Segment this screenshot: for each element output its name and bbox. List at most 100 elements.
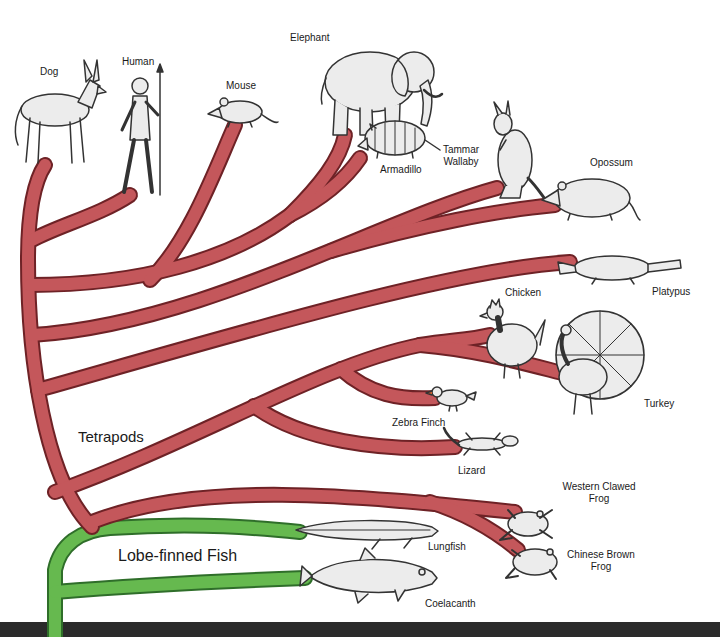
tetrapod-branch [290, 158, 360, 215]
wallaby-figure [494, 101, 546, 200]
lungfish-figure [300, 530, 430, 531]
armadillo-figure [377, 152, 413, 158]
dog-figure [84, 60, 92, 82]
group-label: Tetrapods [78, 428, 144, 446]
fish-branch [55, 578, 305, 592]
taxon-label: Lizard [458, 465, 485, 477]
turkey-figure [562, 332, 568, 364]
fish-branch [55, 525, 305, 637]
tetrapod-branch [32, 188, 497, 335]
western-frog-figure [500, 510, 552, 540]
mouse-figure [228, 122, 252, 127]
taxon-label: Human [122, 56, 154, 68]
wallaby-figure [494, 101, 510, 115]
lungfish-figure [296, 521, 438, 540]
turkey-figure [556, 311, 644, 399]
elephant-figure [424, 90, 442, 97]
dog-figure [15, 60, 106, 163]
turkey-figure [561, 325, 571, 335]
opossum-figure [629, 202, 640, 220]
coelacanth-figure [355, 548, 405, 603]
wallaby-figure [528, 178, 546, 200]
turkey-figure [556, 311, 644, 399]
mouse-figure [208, 108, 222, 118]
opossum-figure [558, 182, 566, 190]
taxon-label: Zebra Finch [392, 417, 445, 429]
armadillo-figure [425, 140, 440, 150]
fish-branch [55, 525, 305, 637]
tetrapod-branch [32, 195, 130, 240]
opossum-figure [554, 179, 630, 217]
bottom-bar [0, 622, 720, 637]
coelacanth-figure [300, 566, 312, 586]
wallaby-figure [500, 186, 522, 198]
coelacanth-figure [312, 560, 437, 593]
chinese-frog-figure [506, 550, 556, 579]
dog-figure [21, 94, 89, 126]
finch-figure [426, 387, 476, 411]
lizard-figure [444, 428, 459, 445]
animal-drawings [15, 52, 681, 603]
fish-branch [55, 578, 305, 592]
taxon-label: Armadillo [380, 164, 422, 176]
mouse-figure [261, 114, 278, 123]
tetrapod-branch [254, 406, 455, 448]
armadillo-figure [365, 121, 425, 155]
chicken-figure [490, 299, 500, 308]
platypus-figure [592, 278, 634, 284]
taxon-label: Coelacanth [425, 598, 476, 610]
tetrapod-branch [28, 125, 570, 550]
taxon-label: Dog [40, 66, 58, 78]
taxon-label: Chinese Brown Frog [562, 549, 640, 573]
chicken-figure [480, 313, 487, 318]
dog-figure [15, 106, 22, 145]
chicken-figure [487, 324, 537, 366]
wallaby-figure [494, 113, 512, 135]
lungfish-figure [372, 538, 412, 549]
coelacanth-figure [300, 548, 437, 603]
tetrapod-branch [38, 262, 570, 390]
human-figure [122, 102, 158, 130]
tetrapod-branch [55, 345, 420, 492]
western-frog-figure [500, 510, 552, 540]
chicken-figure [504, 364, 520, 378]
taxon-label: Turkey [644, 398, 674, 410]
dog-figure [97, 86, 106, 94]
finch-figure [449, 406, 457, 411]
opossum-figure [568, 214, 612, 220]
chinese-frog-figure [506, 549, 557, 579]
taxon-label: Lungfish [428, 541, 466, 553]
taxon-label: Western Clawed Frog [556, 481, 642, 505]
wallaby-figure [500, 140, 506, 150]
tetrapod-branch [341, 369, 435, 398]
tetrapod-branch [331, 205, 555, 251]
elephant-figure [321, 78, 326, 104]
armadillo-figure [375, 121, 415, 155]
mouse-figure [220, 98, 228, 106]
armadillo-figure [358, 121, 440, 158]
coelacanth-figure [419, 569, 425, 575]
lizard-figure [444, 428, 518, 455]
turkey-figure [574, 394, 592, 414]
platypus-figure [558, 262, 576, 274]
tetrapod-branch [150, 125, 235, 280]
taxon-label: Platypus [652, 286, 690, 298]
opossum-figure [542, 179, 640, 220]
dog-figure [26, 118, 84, 163]
taxon-label: Chicken [505, 287, 541, 299]
tetrapod-branch [32, 188, 497, 335]
finch-figure [426, 391, 432, 395]
turkey-figure [556, 311, 644, 414]
tetrapod-branch [341, 369, 435, 398]
armadillo-figure [358, 138, 368, 150]
human-figure [132, 78, 148, 94]
chicken-figure [498, 318, 500, 330]
dog-figure [93, 60, 99, 82]
chinese-frog-figure [547, 549, 553, 555]
human-figure [124, 140, 152, 192]
finch-figure [432, 387, 442, 397]
lizard-figure [458, 438, 506, 450]
tetrapod-branch [254, 406, 455, 448]
wallaby-figure [498, 130, 532, 190]
